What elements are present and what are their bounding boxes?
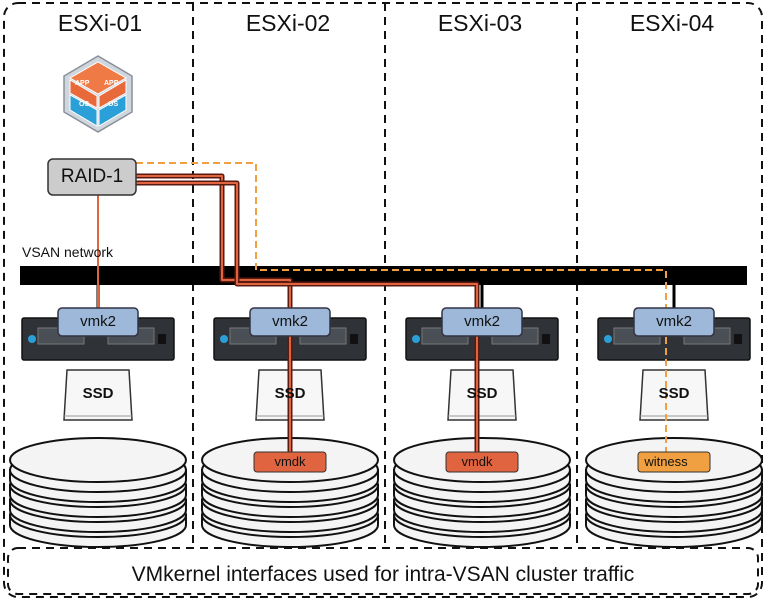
vmk-label-esxi01: vmk2 <box>80 313 116 330</box>
host-title-esxi02: ESXi-02 <box>245 10 331 36</box>
vmk-box <box>441 307 523 337</box>
vm-icon-os-label: OS <box>79 101 90 108</box>
raid-box <box>47 158 137 196</box>
vm-icon-os-label: OS <box>108 101 119 108</box>
component-boxes <box>253 451 711 473</box>
disk-stack <box>393 437 571 548</box>
host-title-esxi01: ESXi-01 <box>57 10 143 36</box>
cluster-boundary <box>3 2 763 598</box>
vm-icon-app-label: APP <box>75 80 90 87</box>
ssd-label-esxi02: SSD <box>274 385 306 402</box>
vmk-label-esxi03: vmk2 <box>464 313 500 330</box>
power-led <box>604 335 612 343</box>
vmk-boxes <box>57 307 715 337</box>
diagram-caption: VMkernel interfaces used for intra-VSAN … <box>131 563 635 586</box>
vmk-box <box>57 307 139 337</box>
vmk-box <box>633 307 715 337</box>
vmk-label-esxi02: vmk2 <box>272 313 308 330</box>
component-label-esxi03: vmdk <box>461 454 493 469</box>
disk-platter <box>9 437 187 483</box>
ssd-shape <box>63 369 133 421</box>
host-title-esxi04: ESXi-04 <box>629 10 715 36</box>
component-label-esxi04: witness <box>644 454 688 469</box>
host-title-esxi03: ESXi-03 <box>437 10 523 36</box>
path-to-esxi02 <box>136 175 291 455</box>
component-box <box>445 451 519 473</box>
path-to-witness <box>136 162 667 455</box>
vm-icon <box>63 55 133 133</box>
vm-icon-app-label: APP <box>104 80 119 87</box>
power-led <box>412 335 420 343</box>
ssd-label-esxi01: SSD <box>82 385 114 402</box>
disk-stacks <box>9 437 763 548</box>
disk-stack <box>201 437 379 548</box>
vmk-label-esxi04: vmk2 <box>656 313 692 330</box>
component-label-esxi02: vmdk <box>274 454 306 469</box>
path-to-esxi03 <box>136 182 478 455</box>
ssd-label-esxi03: SSD <box>466 385 498 402</box>
disk-stack <box>9 437 187 548</box>
ssd-shapes <box>63 369 709 421</box>
component-box <box>253 451 327 473</box>
vsan-network-bar <box>20 266 747 285</box>
component-box <box>637 451 711 473</box>
caption-box <box>7 547 759 595</box>
power-led <box>220 335 228 343</box>
raid-label: RAID-1 <box>60 166 124 187</box>
ssd-label-esxi04: SSD <box>658 385 690 402</box>
power-led <box>28 335 36 343</box>
ssd-shape <box>447 369 517 421</box>
vmk-box <box>249 307 331 337</box>
ssd-shape <box>639 369 709 421</box>
network-label: VSAN network <box>22 244 114 260</box>
